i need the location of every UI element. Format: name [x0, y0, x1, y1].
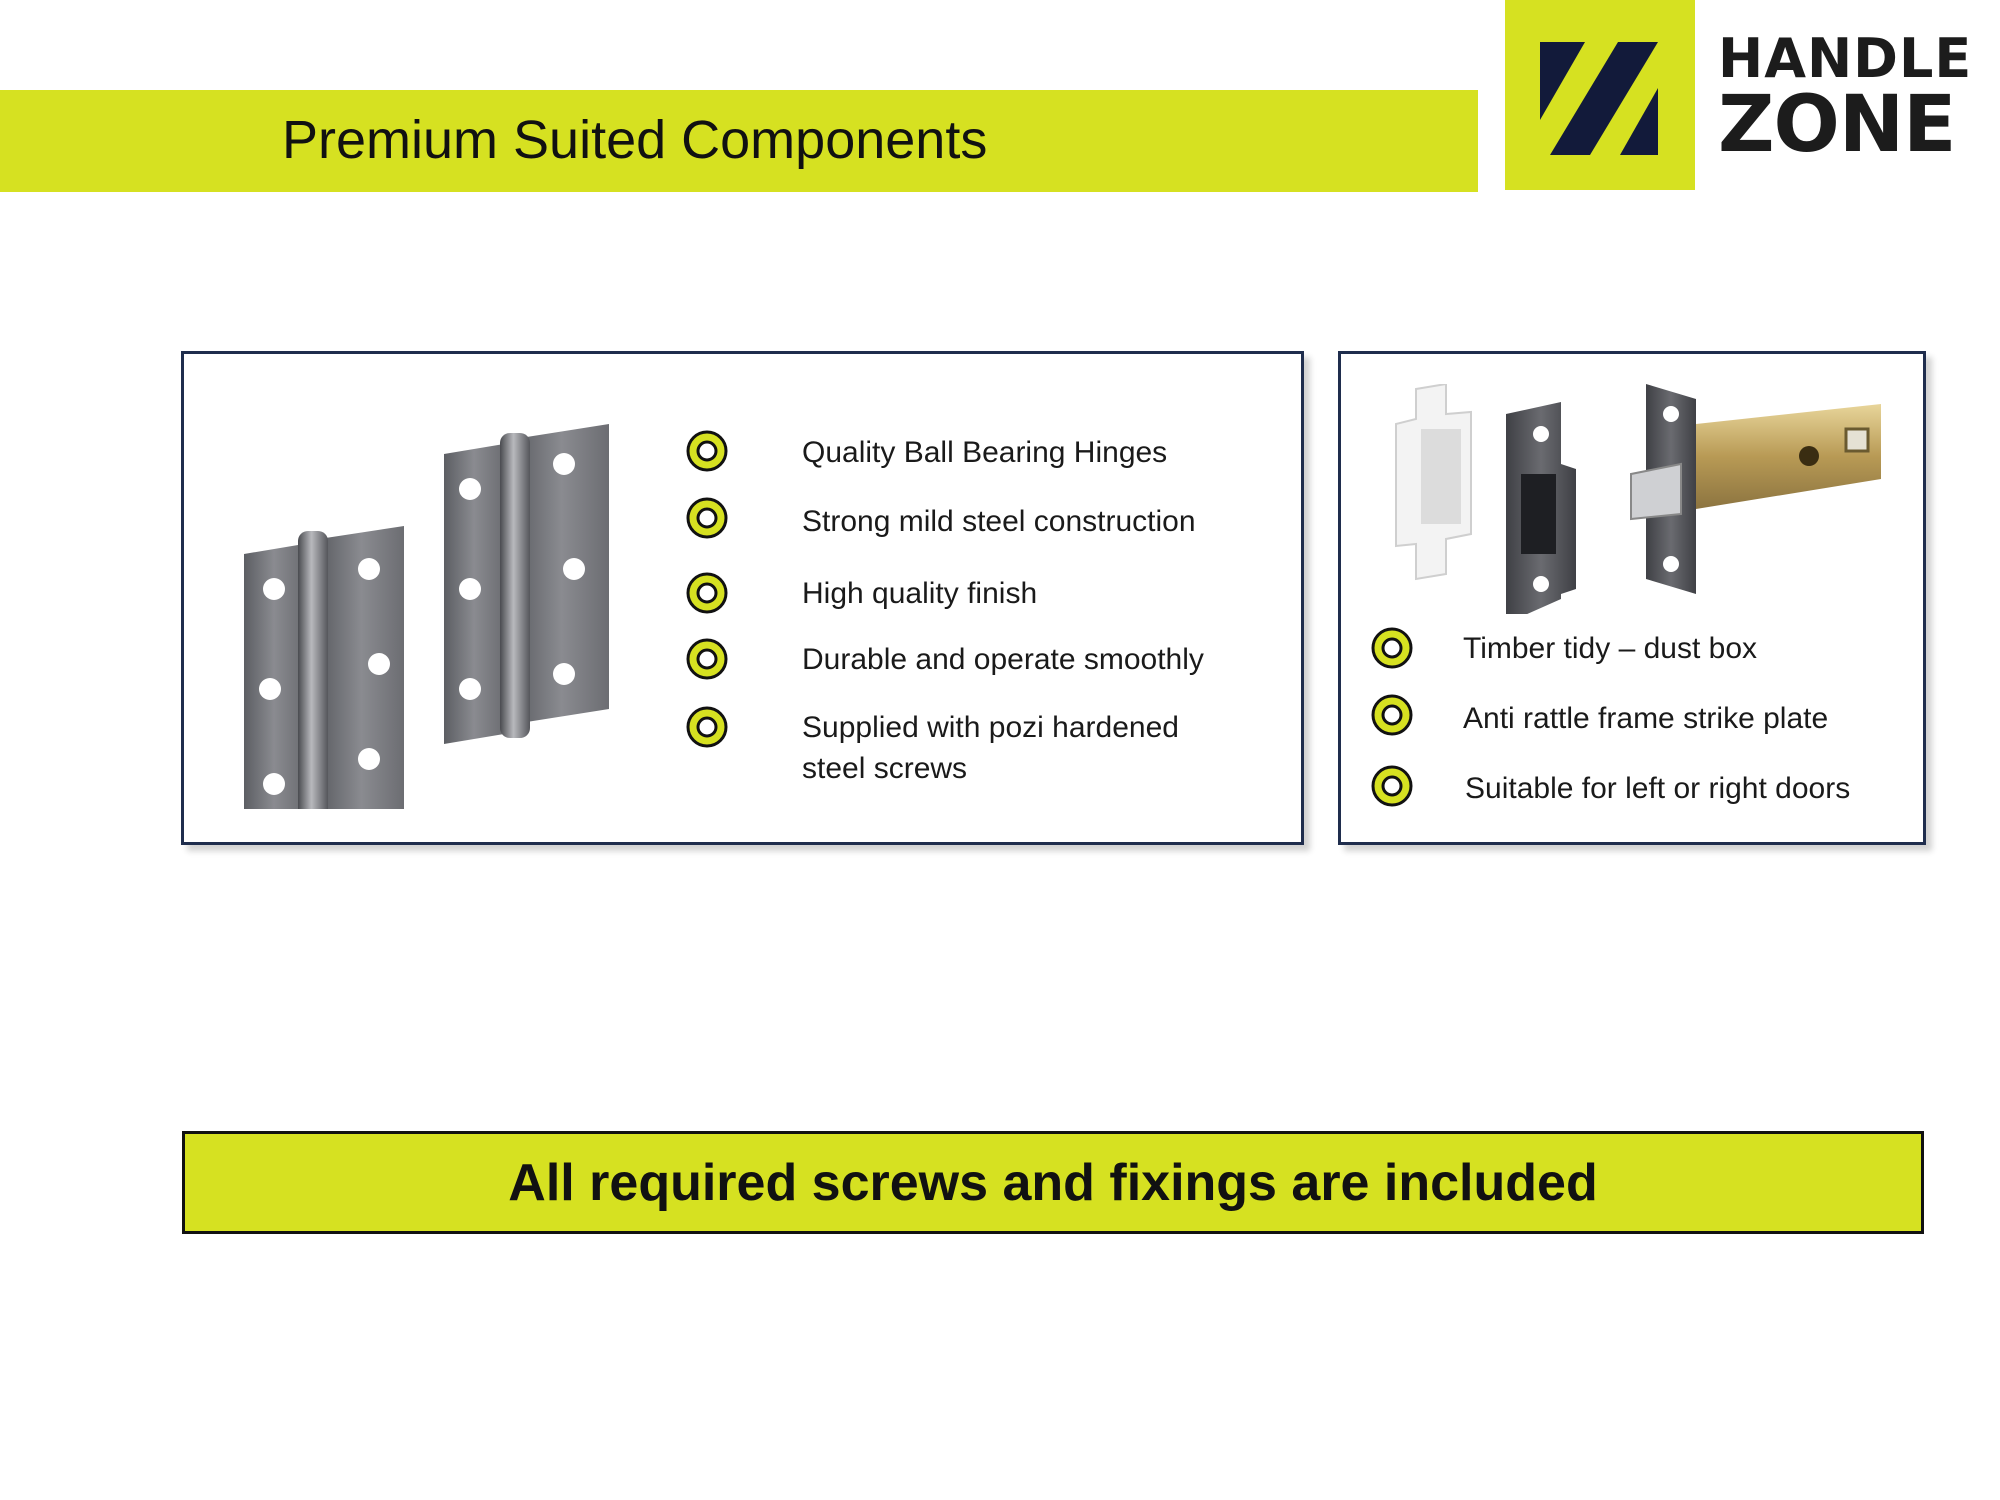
bullet-ring-icon — [686, 572, 728, 614]
hinges-card: Quality Ball Bearing Hinges Strong mild … — [181, 351, 1304, 845]
latch-bullet-2: Anti rattle frame strike plate — [1463, 702, 1829, 735]
brand-wordmark: HANDLE ZONE — [1718, 27, 1978, 170]
hinge-bullet-5: Supplied with pozi hardened — [802, 711, 1179, 744]
ball-bearing-hinges-image — [244, 424, 609, 809]
bullet-ring-icon — [686, 638, 728, 680]
page-title: Premium Suited Components — [282, 110, 988, 170]
brand-word-zone: ZONE — [1718, 80, 1956, 170]
hinge-bullet-1: Quality Ball Bearing Hinges — [802, 436, 1168, 469]
bullet-ring-icon — [1371, 694, 1413, 736]
latch-bullet-3: Suitable for left or right doors — [1465, 772, 1851, 805]
bullet-ring-icon — [686, 706, 728, 748]
latch-card: Timber tidy – dust box Anti rattle frame… — [1338, 351, 1926, 845]
hinge-bullet-2: Strong mild steel construction — [802, 505, 1196, 538]
bullet-ring-icon — [1371, 765, 1413, 807]
fixings-banner-text: All required screws and fixings are incl… — [508, 1153, 1598, 1212]
bullet-ring-icon — [686, 497, 728, 539]
hinge-bullet-5-continued: steel screws — [802, 752, 968, 785]
hinge-bullet-4: Durable and operate smoothly — [802, 643, 1204, 676]
title-banner — [0, 90, 1478, 192]
hinge-bullet-3: High quality finish — [802, 577, 1038, 610]
brand-word-handle: HANDLE — [1718, 27, 1973, 90]
latch-and-strike-plate-image — [1395, 384, 1881, 614]
latch-bullet-1: Timber tidy – dust box — [1463, 632, 1758, 665]
fixings-banner: All required screws and fixings are incl… — [182, 1131, 1924, 1234]
bullet-ring-icon — [1371, 627, 1413, 669]
bullet-ring-icon — [686, 430, 728, 472]
handle-zone-logo-icon — [1505, 0, 1695, 190]
